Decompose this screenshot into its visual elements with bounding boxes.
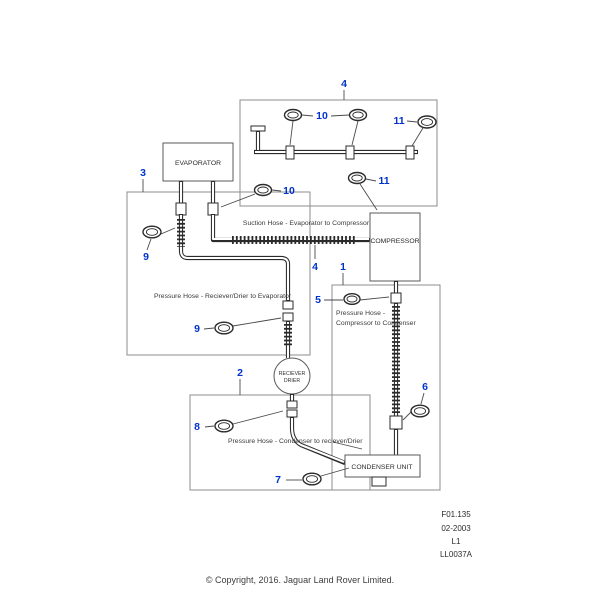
callout-4-top[interactable]: 4	[341, 78, 347, 90]
plate-figure-number: F01.135	[441, 510, 471, 519]
o-ring-7-icon	[302, 472, 322, 486]
plate-drawing-number: LL0037A	[440, 550, 473, 559]
o-ring-9-left-icon	[142, 225, 162, 239]
callout-5[interactable]: 5	[315, 294, 321, 306]
o-ring-11-mid-icon	[347, 171, 367, 185]
plate-date: 02-2003	[441, 524, 471, 533]
compressor-to-condenser-label-1: Pressure Hose -	[336, 310, 385, 317]
condenser-unit-label: CONDENSER UNIT	[351, 464, 412, 471]
pressure-hose-receiver-to-evaporator	[177, 214, 294, 358]
o-ring-5-icon	[343, 293, 361, 306]
callout-6[interactable]: 6	[422, 381, 428, 393]
top-assembly-region	[239, 99, 438, 207]
condenser-to-receiver-label: Pressure Hose - Condenser to reciever/Dr…	[228, 438, 363, 445]
receiver-to-evaporator-label: Pressure Hose - Reciever/Drier to Evapor…	[154, 293, 292, 300]
compressor-to-condenser-label-2: Compressor to Condenser	[336, 320, 416, 327]
pressure-hose-condenser-to-receiver	[286, 394, 346, 465]
receiver-drier-label-1: RECIEVER	[279, 371, 306, 377]
o-ring-6-icon	[410, 404, 430, 418]
plate-level: L1	[452, 537, 461, 546]
callout-8[interactable]: 8	[194, 421, 200, 433]
callout-7[interactable]: 7	[275, 474, 281, 486]
pressure-hose-compressor-to-condenser	[389, 281, 403, 455]
suction-hose-assembly	[250, 120, 424, 160]
callout-4-mid[interactable]: 4	[312, 261, 318, 273]
left-hose-region	[126, 191, 311, 356]
callout-9-left[interactable]: 9	[143, 251, 149, 263]
callout-1[interactable]: 1	[340, 261, 346, 273]
evaporator-connections	[175, 181, 219, 216]
callout-11-mid[interactable]: 11	[378, 175, 389, 187]
callout-leaders	[142, 90, 425, 481]
compressor-box	[369, 212, 421, 282]
compressor-label: COMPRESSOR	[370, 238, 419, 245]
callout-10-mid[interactable]: 10	[283, 185, 295, 197]
o-ring-leaders	[160, 183, 412, 477]
o-ring-8-icon	[214, 419, 234, 433]
receiver-drier-label-2: DRIER	[284, 378, 300, 384]
callout-3[interactable]: 3	[140, 167, 146, 179]
suction-hose-run	[210, 214, 370, 244]
callout-10-top[interactable]: 10	[316, 110, 328, 122]
suction-hose-label: Suction Hose - Evaporator to Compressor	[243, 220, 370, 227]
o-ring-10-top-right-icon	[348, 108, 368, 122]
evaporator-label: EVAPORATOR	[175, 160, 221, 167]
right-hose-region	[331, 284, 441, 491]
bottom-hose-region	[189, 394, 371, 491]
o-ring-10-mid-icon	[253, 183, 273, 197]
evaporator-box	[162, 142, 234, 182]
o-ring-9-mid-icon	[214, 321, 234, 335]
callout-11-top[interactable]: 11	[393, 115, 404, 127]
copyright-text: © Copyright, 2016. Jaguar Land Rover Lim…	[206, 575, 394, 585]
o-ring-10-top-left-icon	[283, 108, 303, 122]
callout-2[interactable]: 2	[237, 367, 243, 379]
o-ring-11-top-icon	[417, 115, 437, 129]
callout-9-mid[interactable]: 9	[194, 323, 200, 335]
condenser-unit-tab	[371, 476, 387, 487]
